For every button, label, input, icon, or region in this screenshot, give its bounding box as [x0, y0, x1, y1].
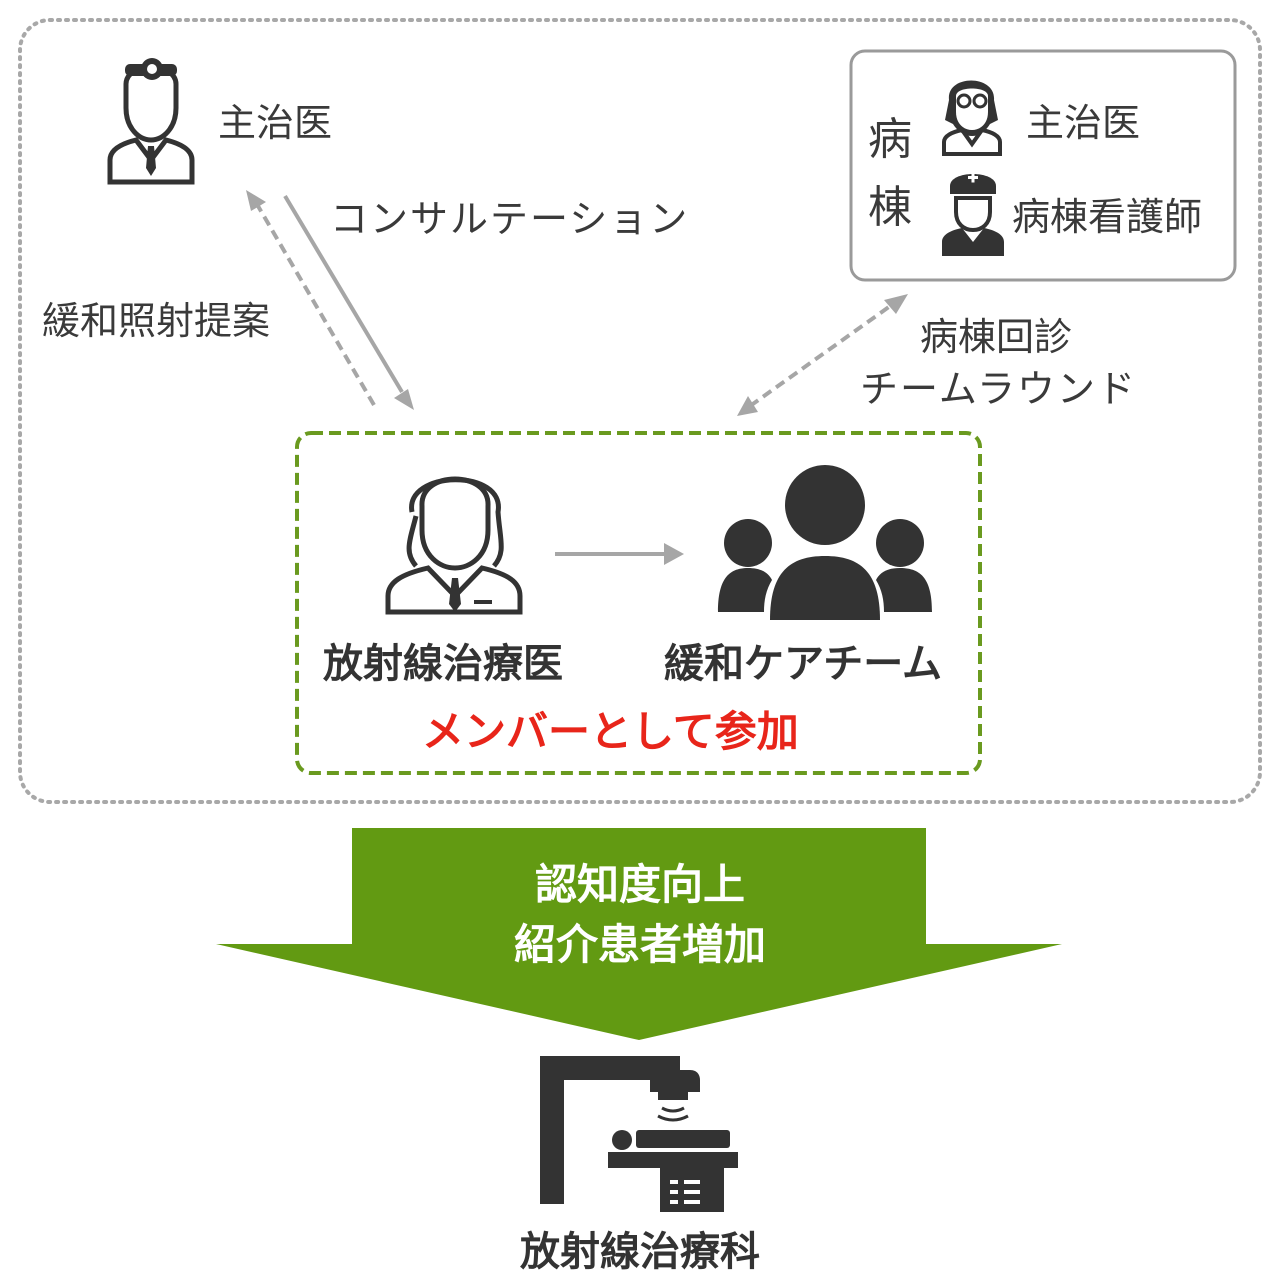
radiation-oncologist-icon — [385, 476, 523, 615]
ward-nurse-label: 病棟看護師 — [1012, 195, 1203, 239]
palliative-proposal-label: 緩和照射提案 — [42, 299, 271, 343]
ward-rounds-line2: チームラウンド — [860, 367, 1137, 411]
ward-round-arrowhead-down — [737, 396, 758, 416]
result-line2: 紹介患者増加 — [513, 920, 766, 969]
ward-attending-label: 主治医 — [1026, 101, 1141, 145]
ward-doctor-outline-icon — [942, 80, 1002, 156]
ward-box-frame — [849, 49, 1237, 282]
proposal-arrow — [256, 204, 376, 407]
consultation-arrow — [283, 194, 404, 394]
consultation-label: コンサルテーション — [330, 197, 690, 241]
ward-side-label-1: 病 — [868, 114, 912, 165]
result-big-arrow — [216, 828, 1062, 1040]
proposal-arrowhead — [246, 190, 266, 211]
ward-round-arrowhead-up — [884, 294, 908, 314]
to-team-arrowhead — [664, 543, 684, 565]
attending-top-label: 主治医 — [218, 101, 333, 145]
result-line1: 認知度向上 — [534, 860, 745, 909]
team-group-icon — [718, 465, 932, 620]
ward-side-label-2: 棟 — [868, 182, 912, 233]
nurse-icon — [942, 172, 1004, 256]
ward-round-arrow — [748, 302, 895, 408]
ward-rounds-line1: 病棟回診 — [920, 315, 1073, 359]
palliative-team-label: 緩和ケアチーム — [664, 641, 942, 687]
linac-machine-icon — [540, 1056, 738, 1212]
member-participation-label: メンバーとして参加 — [422, 707, 799, 756]
team-box-frame — [295, 431, 982, 775]
outer-dotted-frame — [18, 18, 1262, 804]
department-label: 放射線治療科 — [520, 1229, 760, 1275]
radiation-oncologist-label: 放射線治療医 — [323, 641, 563, 687]
consultation-arrowhead — [394, 389, 414, 410]
